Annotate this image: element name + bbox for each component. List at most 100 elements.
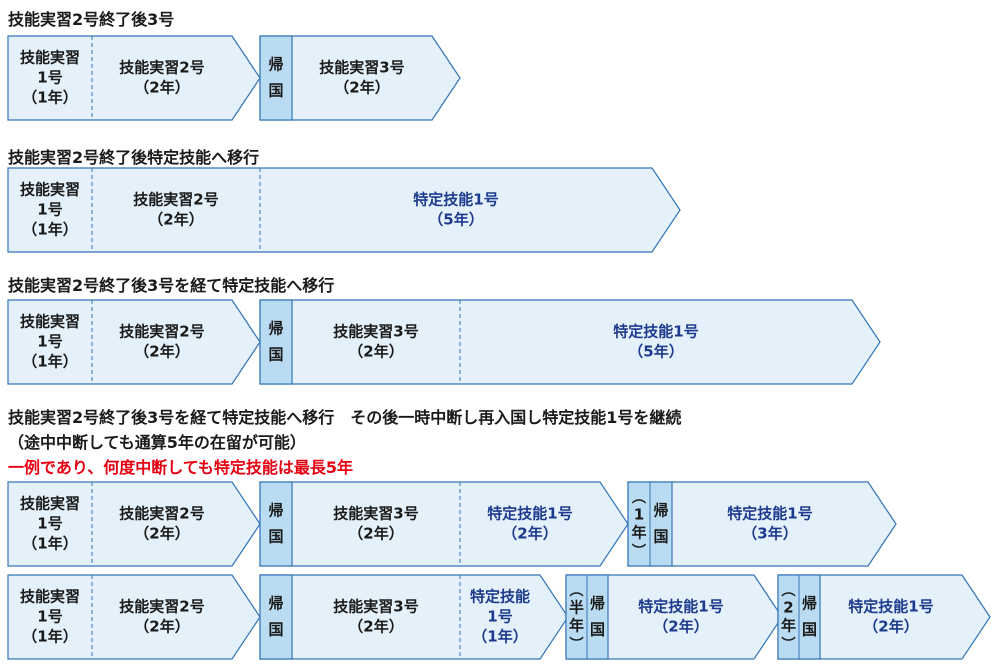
segment-label: 技能実習 [20, 495, 80, 513]
timeline-row-4: 技能実習1号（1年）技能実習2号（2年）帰国技能実習3号（2年）特定技能1号（2… [7, 481, 897, 567]
segment-label: （1年） [22, 535, 77, 553]
segment-label: 1号 [487, 608, 512, 626]
segment-label: 技能実習 [20, 313, 80, 331]
paren-close: ︶ [781, 636, 796, 653]
heading-1: 技能実習2号終了後3号 [8, 10, 175, 29]
segment-label: （3年） [742, 525, 797, 543]
segment-label: 特定技能1号 [848, 598, 933, 616]
segment-box: 技能実習 1号 （1年） [20, 313, 80, 371]
segment-label: （1年） [22, 353, 77, 371]
segment-kikoku: 帰国 [259, 574, 293, 660]
segment-label: （2年） [348, 343, 403, 361]
segment-label: （2年） [134, 618, 189, 636]
segment-label: 特定技能1号 [613, 323, 698, 341]
return-home-label: 国 [268, 82, 283, 100]
return-home-block [259, 481, 293, 567]
segment-label: 特定技能1号 [727, 505, 812, 523]
segment-label: （2年） [134, 79, 189, 97]
segment-break: ︵2年︶帰国 [777, 574, 821, 660]
segment-label: 特定技能 [470, 588, 530, 606]
segment-label: 技能実習3号 [333, 323, 418, 341]
segment-box: 技能実習3号 （2年） [333, 598, 418, 636]
segment-label: （2年） [134, 525, 189, 543]
segment-box: 特定技能1号 （3年） [727, 505, 812, 543]
segment-kikoku: 帰国 [259, 299, 293, 385]
segment-label: （1年） [22, 221, 77, 239]
break-duration-char: 1 [634, 506, 644, 524]
segment-box: 技能実習 1号 （1年） [20, 495, 80, 553]
segment-box: 特定技能1号 （2年） [459, 482, 573, 566]
return-home-label: 帰 [590, 595, 605, 613]
break-duration-char: 半 [569, 599, 584, 617]
segment-label: （1年） [22, 628, 77, 646]
break-duration-char: 年 [569, 617, 584, 635]
segment-label: （2年） [653, 618, 708, 636]
arrow-block [259, 481, 629, 567]
return-home-block [259, 299, 293, 385]
paren-open: ︵ [781, 583, 796, 599]
timeline-row-3: 技能実習 1号 （1年） 技能実習2号 （2年） 帰国 技能実習3号 （2年） 特定技能1号 （5… [7, 299, 881, 385]
segment-label: 技能実習 [20, 49, 80, 67]
heading-3: 技能実習2号終了後3号を経て特定技能へ移行 [8, 276, 335, 295]
return-home-label: 国 [268, 621, 283, 639]
segment-box: 特定技能1号 （2年） [638, 598, 723, 636]
heading-4: 技能実習2号終了後3号を経て特定技能へ移行 その後一時中断し再入国し特定技能1号… [8, 408, 682, 427]
return-home-label: 帰 [268, 595, 283, 613]
segment-label: 技能実習3号 [333, 598, 418, 616]
segment-label: 技能実習2号 [119, 598, 204, 616]
segment-kikoku: 帰国 [259, 481, 293, 567]
segment-box: 技能実習2号 （2年） [91, 168, 219, 252]
segment-label: 1号 [37, 333, 62, 351]
arrow-block [7, 35, 261, 121]
segment-box: 特定技能1号 （5年） [459, 300, 699, 384]
return-home-label: 国 [590, 621, 605, 639]
return-home-block [259, 35, 293, 121]
return-home-label: 帰 [268, 502, 283, 520]
return-home-label: 帰 [268, 320, 283, 338]
return-home-label: 帰 [802, 595, 817, 613]
timeline-row-5: 技能実習1号（1年）技能実習2号（2年）帰国技能実習3号（2年）特定技能1号（1… [7, 574, 991, 660]
segment-label: （5年） [428, 211, 483, 229]
segment-break: ︵1年︶帰国 [627, 481, 673, 567]
paren-close: ︶ [569, 636, 584, 653]
segment-label: 技能実習2号 [119, 323, 204, 341]
segment-box: 技能実習2号 （2年） [91, 36, 205, 120]
paren-open: ︵ [631, 490, 646, 506]
segment-box: 技能実習2号 （2年） [91, 575, 205, 659]
segment-label: 技能実習3号 [333, 505, 418, 523]
segment-label: 特定技能1号 [487, 505, 572, 523]
segment-label: 技能実習2号 [133, 191, 218, 209]
break-duration-char: 2 [783, 599, 793, 617]
heading-2: 技能実習2号終了後特定技能へ移行 [8, 148, 260, 167]
return-home-label: 国 [653, 528, 668, 546]
segment-label: （2年） [502, 525, 557, 543]
segment-label: 1号 [37, 515, 62, 533]
segment-label: 技能実習3号 [319, 59, 404, 77]
return-home-block [259, 574, 293, 660]
segment-label: 技能実習2号 [119, 59, 204, 77]
segment-label: （2年） [134, 343, 189, 361]
heading-5: （途中中断しても通算5年の在留が可能） [8, 433, 306, 452]
segment-label: 技能実習 [20, 181, 80, 199]
segment-label: 特定技能1号 [638, 598, 723, 616]
segment-label: 1号 [37, 608, 62, 626]
segment-label: （1年） [22, 89, 77, 107]
segment-box: 技能実習3号（2年） [333, 505, 418, 543]
arrow-block [7, 167, 681, 253]
segment-label: 技能実習2号 [119, 505, 204, 523]
segment-label: （2年） [148, 211, 203, 229]
return-home-label: 国 [268, 346, 283, 364]
segment-kikoku: 帰国 [259, 35, 293, 121]
segment-label: 技能実習 [20, 588, 80, 606]
segment-label: （5年） [628, 343, 683, 361]
segment-box: 技能実習3号（2年） [319, 59, 404, 97]
arrow-block [7, 299, 261, 385]
segment-box: 技能実習2号 （2年） [91, 482, 205, 566]
break-duration-char: 年 [631, 524, 646, 542]
return-home-label: 国 [802, 621, 817, 639]
segment-label: （2年） [348, 618, 403, 636]
return-home-label: 帰 [653, 502, 668, 520]
